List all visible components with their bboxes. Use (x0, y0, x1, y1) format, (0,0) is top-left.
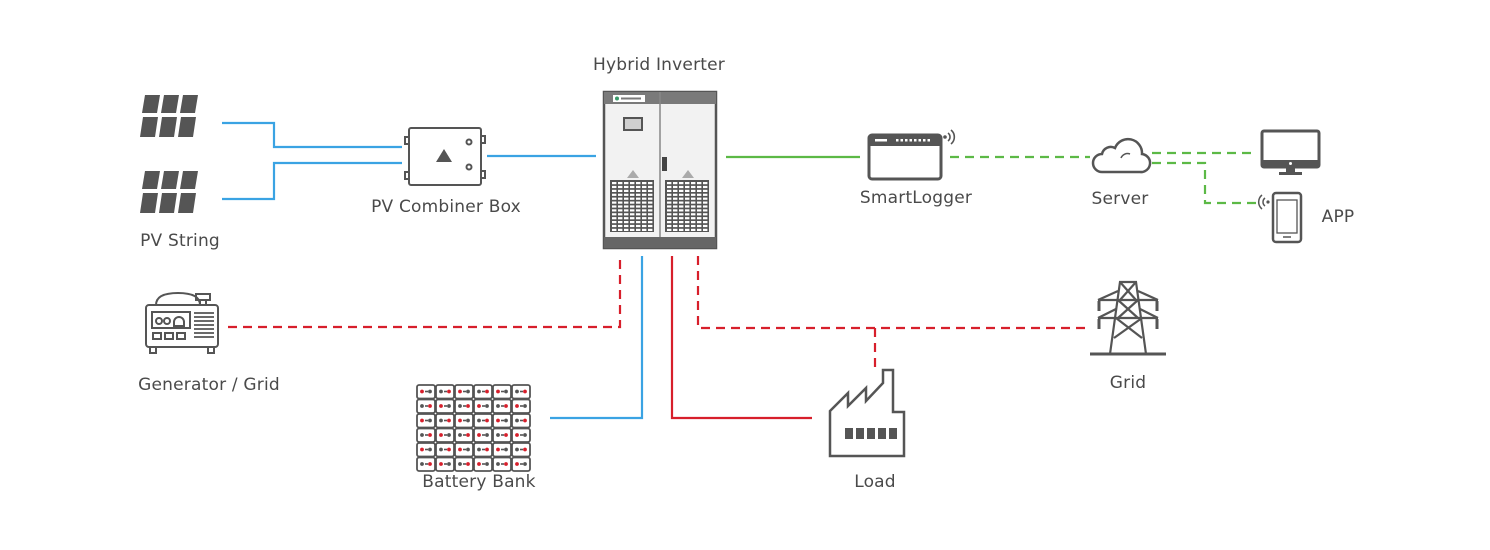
label-grid: Grid (1109, 373, 1147, 393)
wireless-signal-icon (1257, 194, 1270, 210)
vent-grille (610, 180, 654, 232)
edge-pv-string-1-to-combiner (222, 121, 402, 149)
smartphone-icon (1257, 191, 1303, 244)
transmission-tower-icon (1090, 280, 1166, 356)
monitor-icon (1260, 129, 1321, 175)
label-app: APP (1321, 207, 1355, 227)
label-pv-string: PV String (140, 231, 220, 251)
label-battery-bank: Battery Bank (422, 472, 536, 492)
datalogger-icon (867, 129, 956, 181)
edge-inverter-to-grid (696, 256, 1090, 330)
label-pv-combiner-box: PV Combiner Box (371, 197, 521, 217)
generator-icon (145, 291, 219, 354)
factory-icon (828, 368, 906, 458)
label-generator: Generator / Grid (138, 375, 280, 395)
solar-panel-icon (140, 95, 198, 137)
combiner-box-icon (404, 127, 486, 186)
inverter-cabinet-icon (602, 90, 718, 250)
wireless-signal-icon (943, 129, 956, 145)
battery-bank-icon (416, 384, 531, 472)
solar-panel-icon (140, 171, 198, 213)
edge-battery-to-inverter (550, 256, 644, 420)
label-smartlogger: SmartLogger (859, 188, 973, 208)
edge-server-to-app (1152, 161, 1258, 205)
cloud-icon (1091, 137, 1152, 174)
edge-inverter-to-load (670, 256, 812, 420)
vent-grille (665, 180, 709, 232)
label-server: Server (1091, 189, 1149, 209)
edge-pv-string-2-to-combiner (222, 161, 402, 201)
label-hybrid-inverter: Hybrid Inverter (593, 55, 725, 75)
label-load: Load (854, 472, 896, 492)
edge-generator-to-inverter (228, 256, 622, 329)
